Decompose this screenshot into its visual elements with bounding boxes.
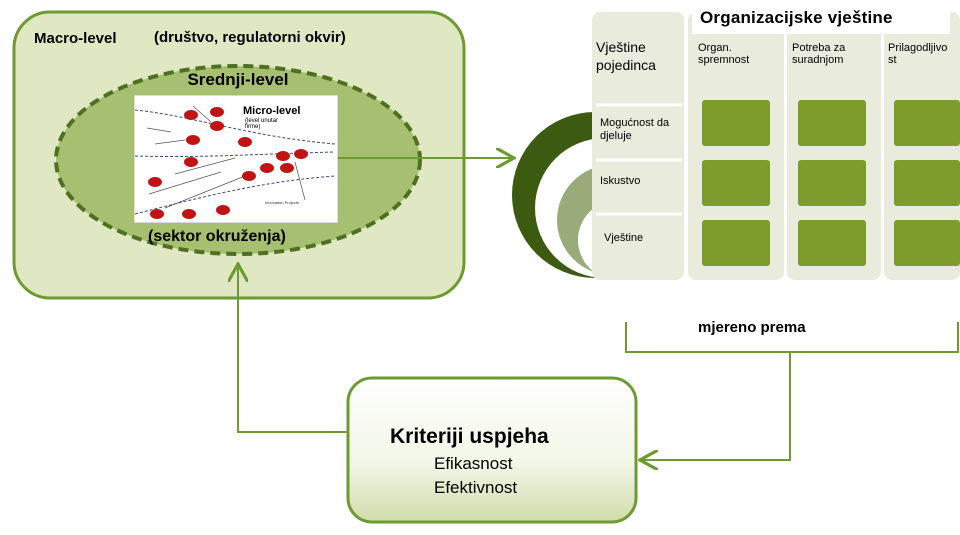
red-dot xyxy=(294,149,308,159)
row-label-3: Vještine xyxy=(604,232,644,244)
org-skills-title: Organizacijske vještine xyxy=(700,8,893,27)
measured-bracket xyxy=(625,322,959,353)
org-title-banner xyxy=(692,4,950,34)
micro-annotation: Innovation Projects xyxy=(265,200,300,205)
criteria-title: Kriteriji uspjeha xyxy=(390,425,549,448)
red-dot xyxy=(150,209,164,219)
red-dot xyxy=(184,157,198,167)
individual-skills-label: Vještine pojedinca xyxy=(596,39,656,73)
arrow-line xyxy=(294,161,306,201)
arrow-line xyxy=(146,127,172,133)
column-header-2: Potreba za suradnjom xyxy=(792,42,846,66)
row-label-1: Mogućnost da djeluje xyxy=(600,117,670,142)
cell-r1-c2 xyxy=(798,100,866,146)
arrow-line xyxy=(154,139,186,145)
micro-subtitle: (level unutar firme) xyxy=(245,118,279,130)
red-dot xyxy=(216,205,230,215)
arrow-to-middle xyxy=(238,266,348,433)
red-dot xyxy=(242,171,256,181)
flow-line xyxy=(135,175,336,215)
red-dot xyxy=(182,209,196,219)
arrow-line xyxy=(148,171,222,195)
micro-title: Micro-level xyxy=(243,105,301,117)
micro-level-picture: Micro-level (level unutar firme) Innovat… xyxy=(134,95,338,223)
macro-title: Macro-level xyxy=(34,30,117,47)
red-dot xyxy=(260,163,274,173)
criteria-item-efficiency: Efikasnost xyxy=(434,454,513,473)
cell-r2-c2 xyxy=(798,160,866,206)
criteria-box xyxy=(346,376,638,524)
arrow-line xyxy=(192,105,212,123)
arrow-line xyxy=(164,175,246,209)
row-label-2: Iskustvo xyxy=(600,175,641,187)
cell-r3-c1 xyxy=(702,220,770,266)
cell-r1-c3 xyxy=(894,100,960,146)
red-dot xyxy=(280,163,294,173)
cell-r2-c3 xyxy=(894,160,960,206)
cell-r3-c3 xyxy=(894,220,960,266)
macro-subtitle: (društvo, regulatorni okvir) xyxy=(154,29,346,46)
red-dot xyxy=(210,107,224,117)
cell-r2-c1 xyxy=(702,160,770,206)
arrow-to-criteria xyxy=(642,352,791,460)
cell-r3-c2 xyxy=(798,220,866,266)
measured-by-label: mjereno prema xyxy=(698,319,806,336)
column-header-1: Organ. spremnost xyxy=(698,42,750,66)
red-dot xyxy=(276,151,290,161)
red-dot xyxy=(148,177,162,187)
criteria-item-effectiveness: Efektivnost xyxy=(434,478,518,497)
red-dot xyxy=(184,110,198,120)
sector-label: (sektor okruženja) xyxy=(148,228,286,245)
red-dot xyxy=(186,135,200,145)
red-dot xyxy=(210,121,224,131)
column-header-3: Prilagodljivost xyxy=(888,42,948,66)
cell-r1-c1 xyxy=(702,100,770,146)
middle-title: Srednji-level xyxy=(187,70,289,89)
flow-line xyxy=(135,109,336,145)
middle-title-wrap: Srednji-level xyxy=(56,0,420,100)
arrow-line xyxy=(174,157,236,175)
micro-illustration xyxy=(135,105,336,219)
red-dot xyxy=(238,137,252,147)
